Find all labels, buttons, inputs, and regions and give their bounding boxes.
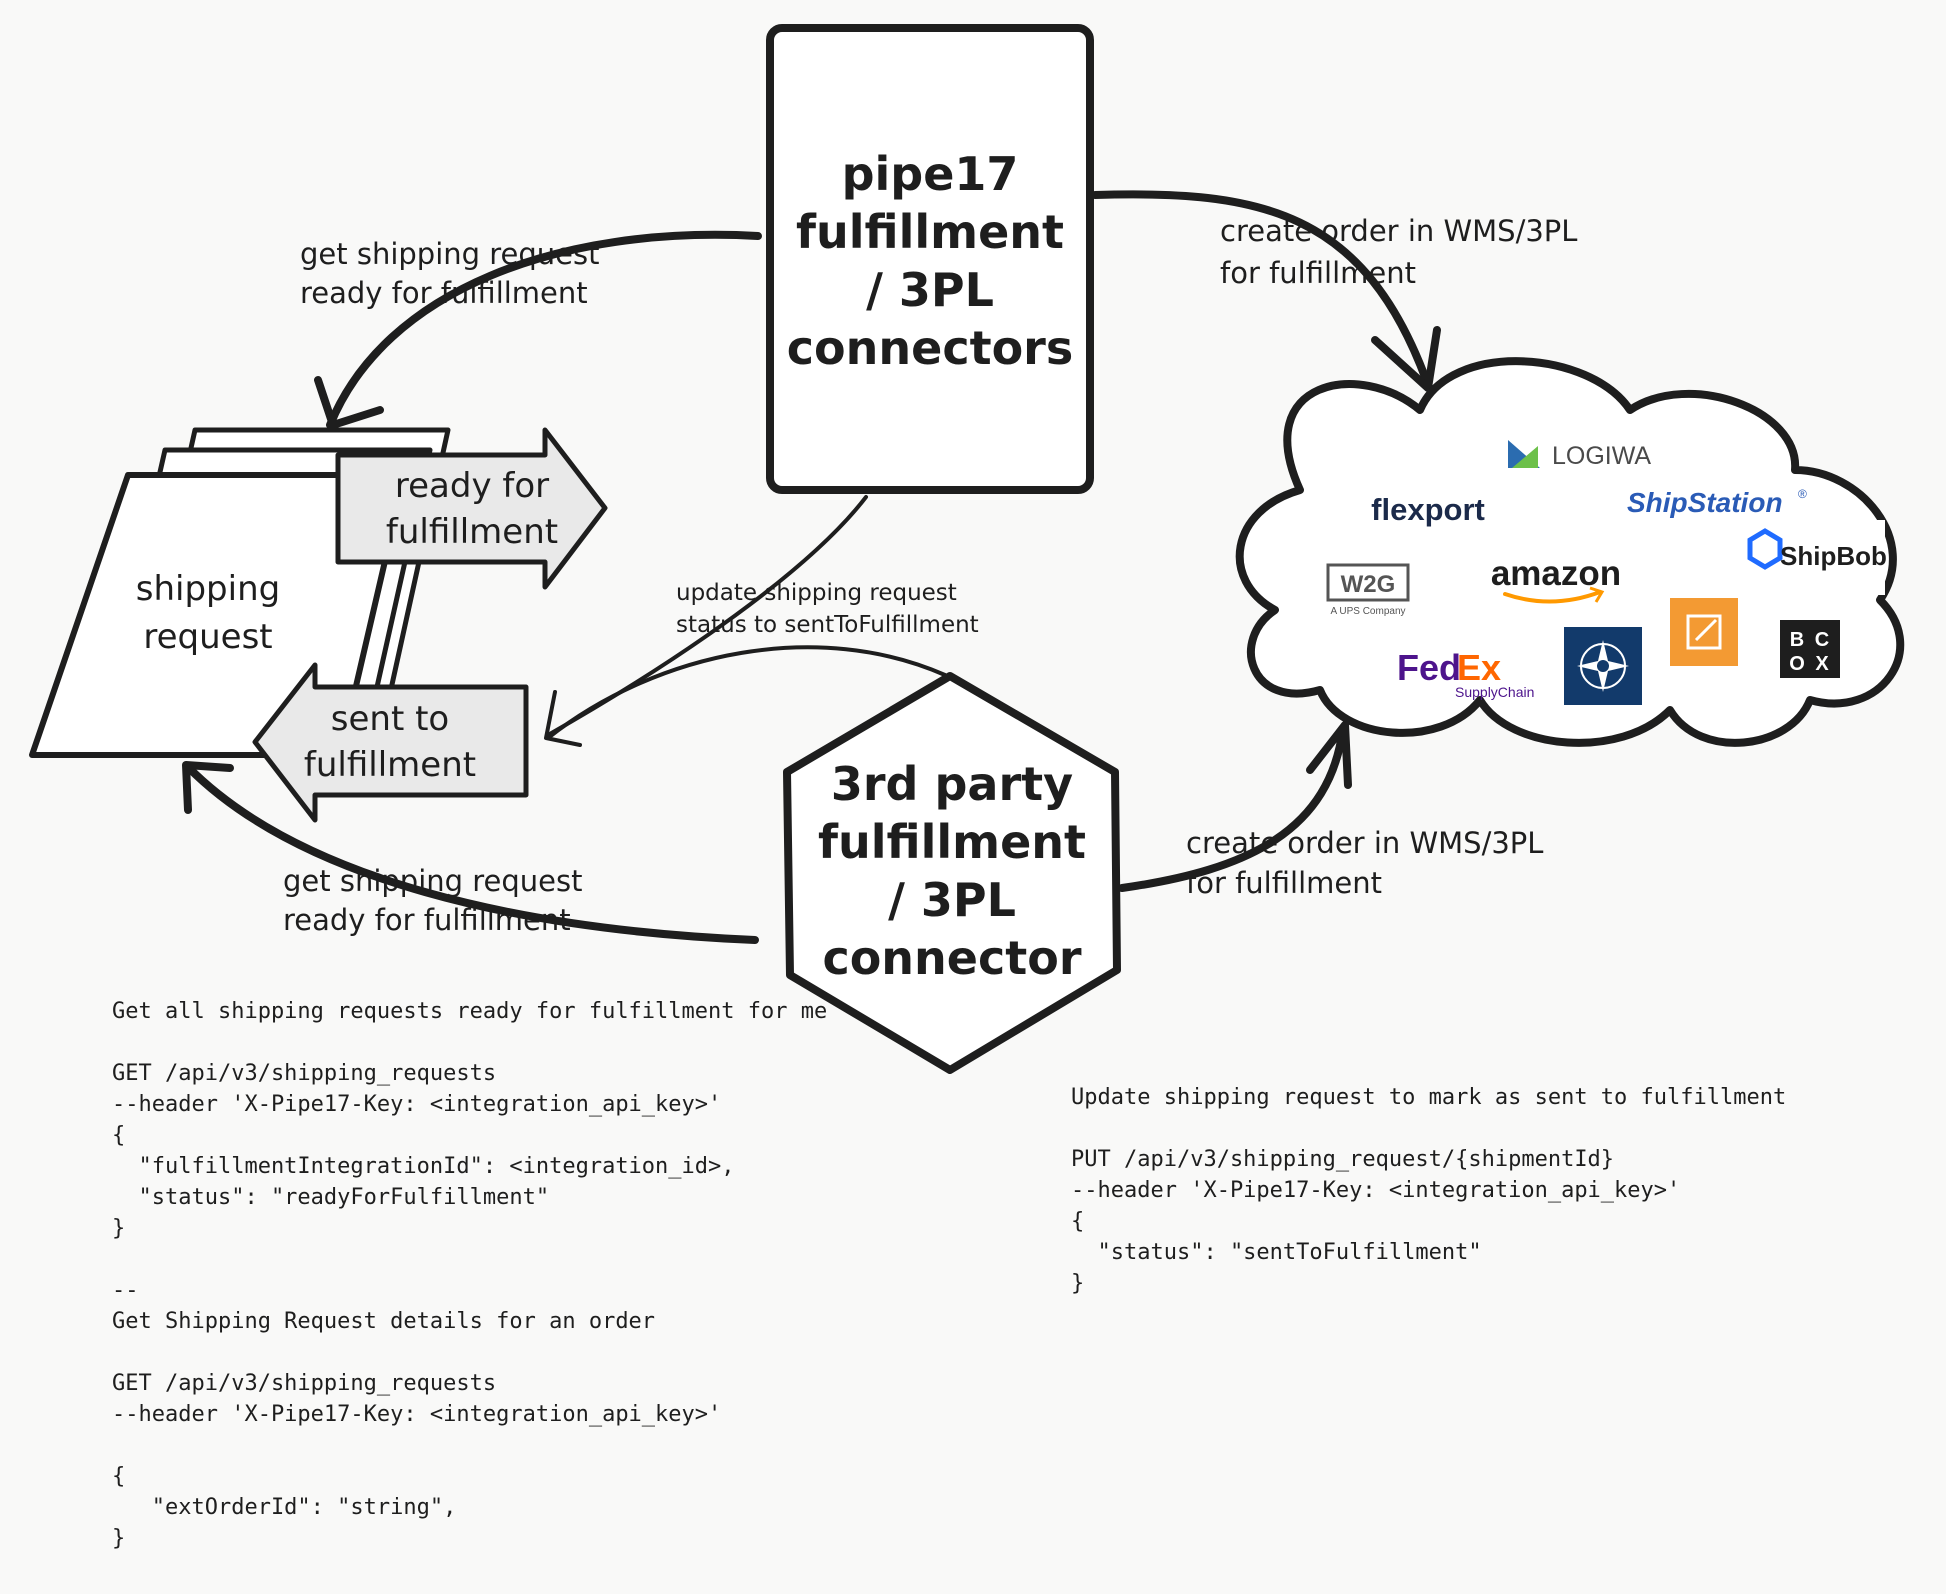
svg-text:A UPS Company: A UPS Company — [1330, 606, 1405, 617]
shipbob-icon — [1747, 528, 1783, 570]
svg-text:O: O — [1789, 653, 1805, 675]
arrow-create-order-top — [1091, 190, 1441, 392]
code-left-line: Get all shipping requests ready for fulf… — [112, 999, 828, 1024]
code-right-line: "status": "sentToFulfillment" — [1071, 1240, 1482, 1265]
svg-text:ready for fulfillment: ready for fulfillment — [283, 903, 571, 937]
code-right-line: } — [1071, 1271, 1085, 1296]
edge-label-middle: update shipping request status to sentTo… — [676, 580, 979, 638]
fulfillment-providers-cloud: LOGIWA flexport ShipStation ® ShipBob W2… — [1235, 357, 1905, 747]
shipstation-logo: ShipStation ® — [1627, 487, 1807, 518]
third-party-label-1: 3rd party — [831, 757, 1073, 811]
svg-text:SupplyChain: SupplyChain — [1455, 684, 1534, 700]
svg-text:for fulfillment: for fulfillment — [1220, 256, 1416, 290]
code-left-line: "status": "readyForFulfillment" — [112, 1185, 550, 1210]
svg-text:Ex: Ex — [1457, 647, 1501, 688]
svg-text:status to sentToFulfillment: status to sentToFulfillment — [676, 612, 979, 638]
svg-text:flexport: flexport — [1371, 492, 1485, 527]
bcox-logo: B C O X — [1780, 620, 1840, 678]
pipe17-label-3: / 3PL — [866, 263, 994, 317]
svg-text:amazon: amazon — [1491, 554, 1621, 593]
third-party-label-3: / 3PL — [888, 873, 1016, 927]
pipe17-label-4: connectors — [787, 321, 1074, 375]
code-left-line: GET /api/v3/shipping_requests — [112, 1061, 497, 1086]
edge-label-top-left: get shipping request ready for fulfillme… — [300, 237, 600, 310]
ready-tag-label-1: ready for — [395, 466, 549, 506]
svg-text:Fed: Fed — [1397, 647, 1461, 688]
third-party-connector-node: 3rd party fulfillment / 3PL connector — [783, 672, 1121, 1074]
ready-tag-label-2: fulfillment — [386, 512, 558, 552]
svg-text:create order in WMS/3PL: create order in WMS/3PL — [1220, 214, 1577, 248]
code-left-line: "extOrderId": "string", — [112, 1495, 457, 1520]
code-left-line: --header 'X-Pipe17-Key: <integration_api… — [112, 1402, 722, 1427]
svg-text:update shipping request: update shipping request — [676, 580, 957, 606]
code-left-line: Get Shipping Request details for an orde… — [112, 1309, 656, 1334]
code-left-line: -- — [112, 1278, 139, 1303]
svg-text:get shipping request: get shipping request — [300, 237, 600, 271]
arrow-create-order-bottom — [1118, 721, 1352, 892]
svg-text:ready for fulfillment: ready for fulfillment — [300, 276, 588, 310]
third-party-label-2: fulfillment — [818, 815, 1086, 869]
pipe17-connectors-node: pipe17 fulfillment / 3PL connectors — [766, 24, 1094, 494]
code-right-line: Update shipping request to mark as sent … — [1071, 1085, 1787, 1110]
svg-text:create order in WMS/3PL: create order in WMS/3PL — [1186, 826, 1543, 860]
fedex-logo: Fed Ex SupplyChain — [1397, 647, 1534, 700]
api-notes-update-shipping-request: Update shipping request to mark as sent … — [1071, 1082, 1786, 1299]
api-notes-get-shipping-requests: Get all shipping requests ready for fulf… — [112, 996, 827, 1554]
svg-text:W2G: W2G — [1341, 571, 1396, 598]
shipbob-logo: ShipBob — [1730, 520, 1887, 595]
svg-text:ShipBob: ShipBob — [1780, 541, 1887, 571]
shipping-request-label-2: request — [143, 617, 272, 657]
arrow-update-status-from-3rd-party — [544, 645, 947, 747]
svg-text:ShipStation: ShipStation — [1627, 487, 1783, 518]
code-left-line: --header 'X-Pipe17-Key: <integration_api… — [112, 1092, 722, 1117]
orange-box-logo — [1670, 598, 1738, 666]
shipping-request-label-1: shipping — [136, 569, 280, 609]
edge-label-bottom-left: get shipping request ready for fulfillme… — [283, 864, 583, 937]
third-party-label-4: connector — [822, 931, 1081, 985]
logiwa-logo: LOGIWA — [1508, 440, 1651, 470]
sent-tag-label-2: fulfillment — [304, 745, 476, 785]
pipe17-label-2: fulfillment — [796, 205, 1064, 259]
svg-text:LOGIWA: LOGIWA — [1552, 442, 1651, 470]
code-right-line: { — [1071, 1209, 1085, 1234]
svg-text:for fulfillment: for fulfillment — [1186, 866, 1382, 900]
svg-text:®: ® — [1798, 487, 1807, 501]
pipe17-label-1: pipe17 — [842, 147, 1019, 201]
arrow-get-shipping-request-top — [314, 230, 762, 429]
code-left-line: } — [112, 1216, 126, 1241]
sent-to-fulfillment-tag: sent to fulfillment — [252, 662, 529, 823]
code-left-line: } — [112, 1526, 126, 1551]
edge-label-bottom-right: create order in WMS/3PL for fulfillment — [1186, 826, 1543, 900]
code-left-line: GET /api/v3/shipping_requests — [112, 1371, 497, 1396]
svg-text:X: X — [1815, 653, 1829, 675]
svg-text:B: B — [1790, 629, 1804, 651]
code-left-line: { — [112, 1464, 126, 1489]
svg-text:C: C — [1815, 629, 1829, 651]
sent-tag-label-1: sent to — [331, 699, 449, 739]
compass-logo — [1564, 627, 1642, 705]
svg-text:get shipping request: get shipping request — [283, 864, 583, 898]
amazon-logo: amazon — [1491, 554, 1621, 604]
arrow-get-shipping-request-bottom — [182, 761, 759, 944]
code-right-line: --header 'X-Pipe17-Key: <integration_api… — [1071, 1178, 1681, 1203]
w2g-logo: W2G A UPS Company — [1298, 552, 1438, 627]
edge-label-top-right: create order in WMS/3PL for fulfillment — [1220, 214, 1577, 290]
code-right-line: PUT /api/v3/shipping_request/{shipmentId… — [1071, 1147, 1615, 1172]
code-left-line: { — [112, 1123, 126, 1148]
ready-for-fulfillment-tag: ready for fulfillment — [335, 427, 608, 590]
flexport-logo: flexport — [1365, 477, 1490, 541]
code-left-line: "fulfillmentIntegrationId": <integration… — [112, 1154, 735, 1179]
